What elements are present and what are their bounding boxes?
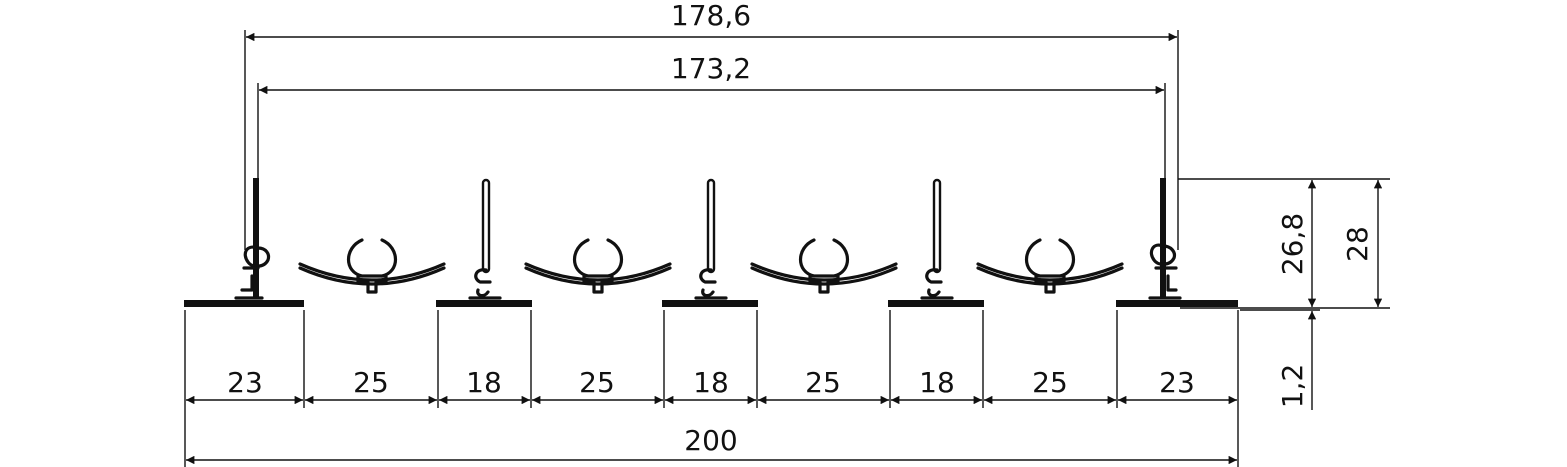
dimension-inner-top: 173,2	[257, 52, 1166, 250]
frame-profile-right	[1116, 178, 1238, 307]
segment-label: 25	[805, 366, 841, 399]
segment-label: 23	[1159, 366, 1195, 399]
dim-label-28: 28	[1341, 226, 1374, 262]
segment-label: 23	[227, 366, 263, 399]
dim-label-26-8: 26,8	[1276, 213, 1309, 275]
deflector-blade-1	[298, 238, 446, 294]
deflector-blade-3	[750, 238, 898, 294]
dim-label-1-2: 1,2	[1276, 364, 1309, 409]
deflector-blade-4	[976, 238, 1124, 294]
dimension-overall-bottom: 200	[186, 424, 1237, 465]
dim-label-200: 200	[684, 424, 737, 457]
segment-label: 18	[919, 366, 955, 399]
mullion-profile-3	[888, 178, 984, 307]
dim-label-178-6: 178,6	[671, 0, 751, 32]
segment-label: 25	[353, 366, 389, 399]
dimension-overall-top: 178,6	[244, 0, 1179, 250]
dimension-segments: 23 25 18 25 18 25 18 25 23	[184, 310, 1239, 467]
segment-label: 18	[693, 366, 729, 399]
segment-label: 18	[466, 366, 502, 399]
frame-profile-left	[184, 178, 304, 307]
mullion-profile-2	[662, 178, 758, 307]
segment-label: 25	[1032, 366, 1068, 399]
dim-label-173-2: 173,2	[671, 52, 751, 85]
segment-label: 25	[579, 366, 615, 399]
dimension-heights: 26,8 28 1,2	[1178, 178, 1390, 410]
deflector-blade-2	[524, 238, 672, 294]
mullion-profile-1	[436, 178, 532, 307]
